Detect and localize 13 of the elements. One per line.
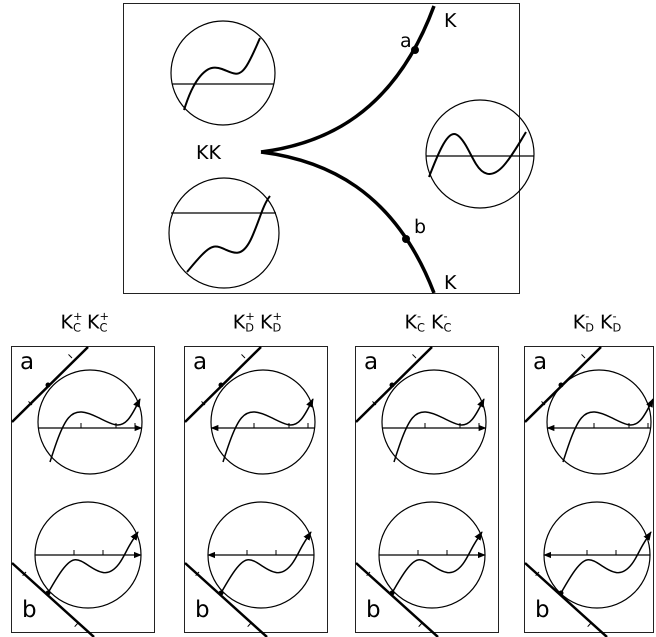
point-label: a — [193, 351, 208, 374]
curve-label: K — [444, 12, 456, 31]
point-label: a — [400, 32, 412, 51]
point-label: b — [535, 599, 550, 622]
curve-label: K — [444, 274, 456, 293]
point-label: a — [20, 351, 34, 374]
point-label: b — [195, 599, 210, 622]
cusp-label: KK — [196, 144, 221, 163]
point-label: a — [533, 351, 548, 374]
point-label: b — [366, 599, 381, 622]
point-label: b — [414, 218, 426, 237]
point-label: b — [22, 599, 37, 622]
point-label: a — [364, 351, 378, 374]
